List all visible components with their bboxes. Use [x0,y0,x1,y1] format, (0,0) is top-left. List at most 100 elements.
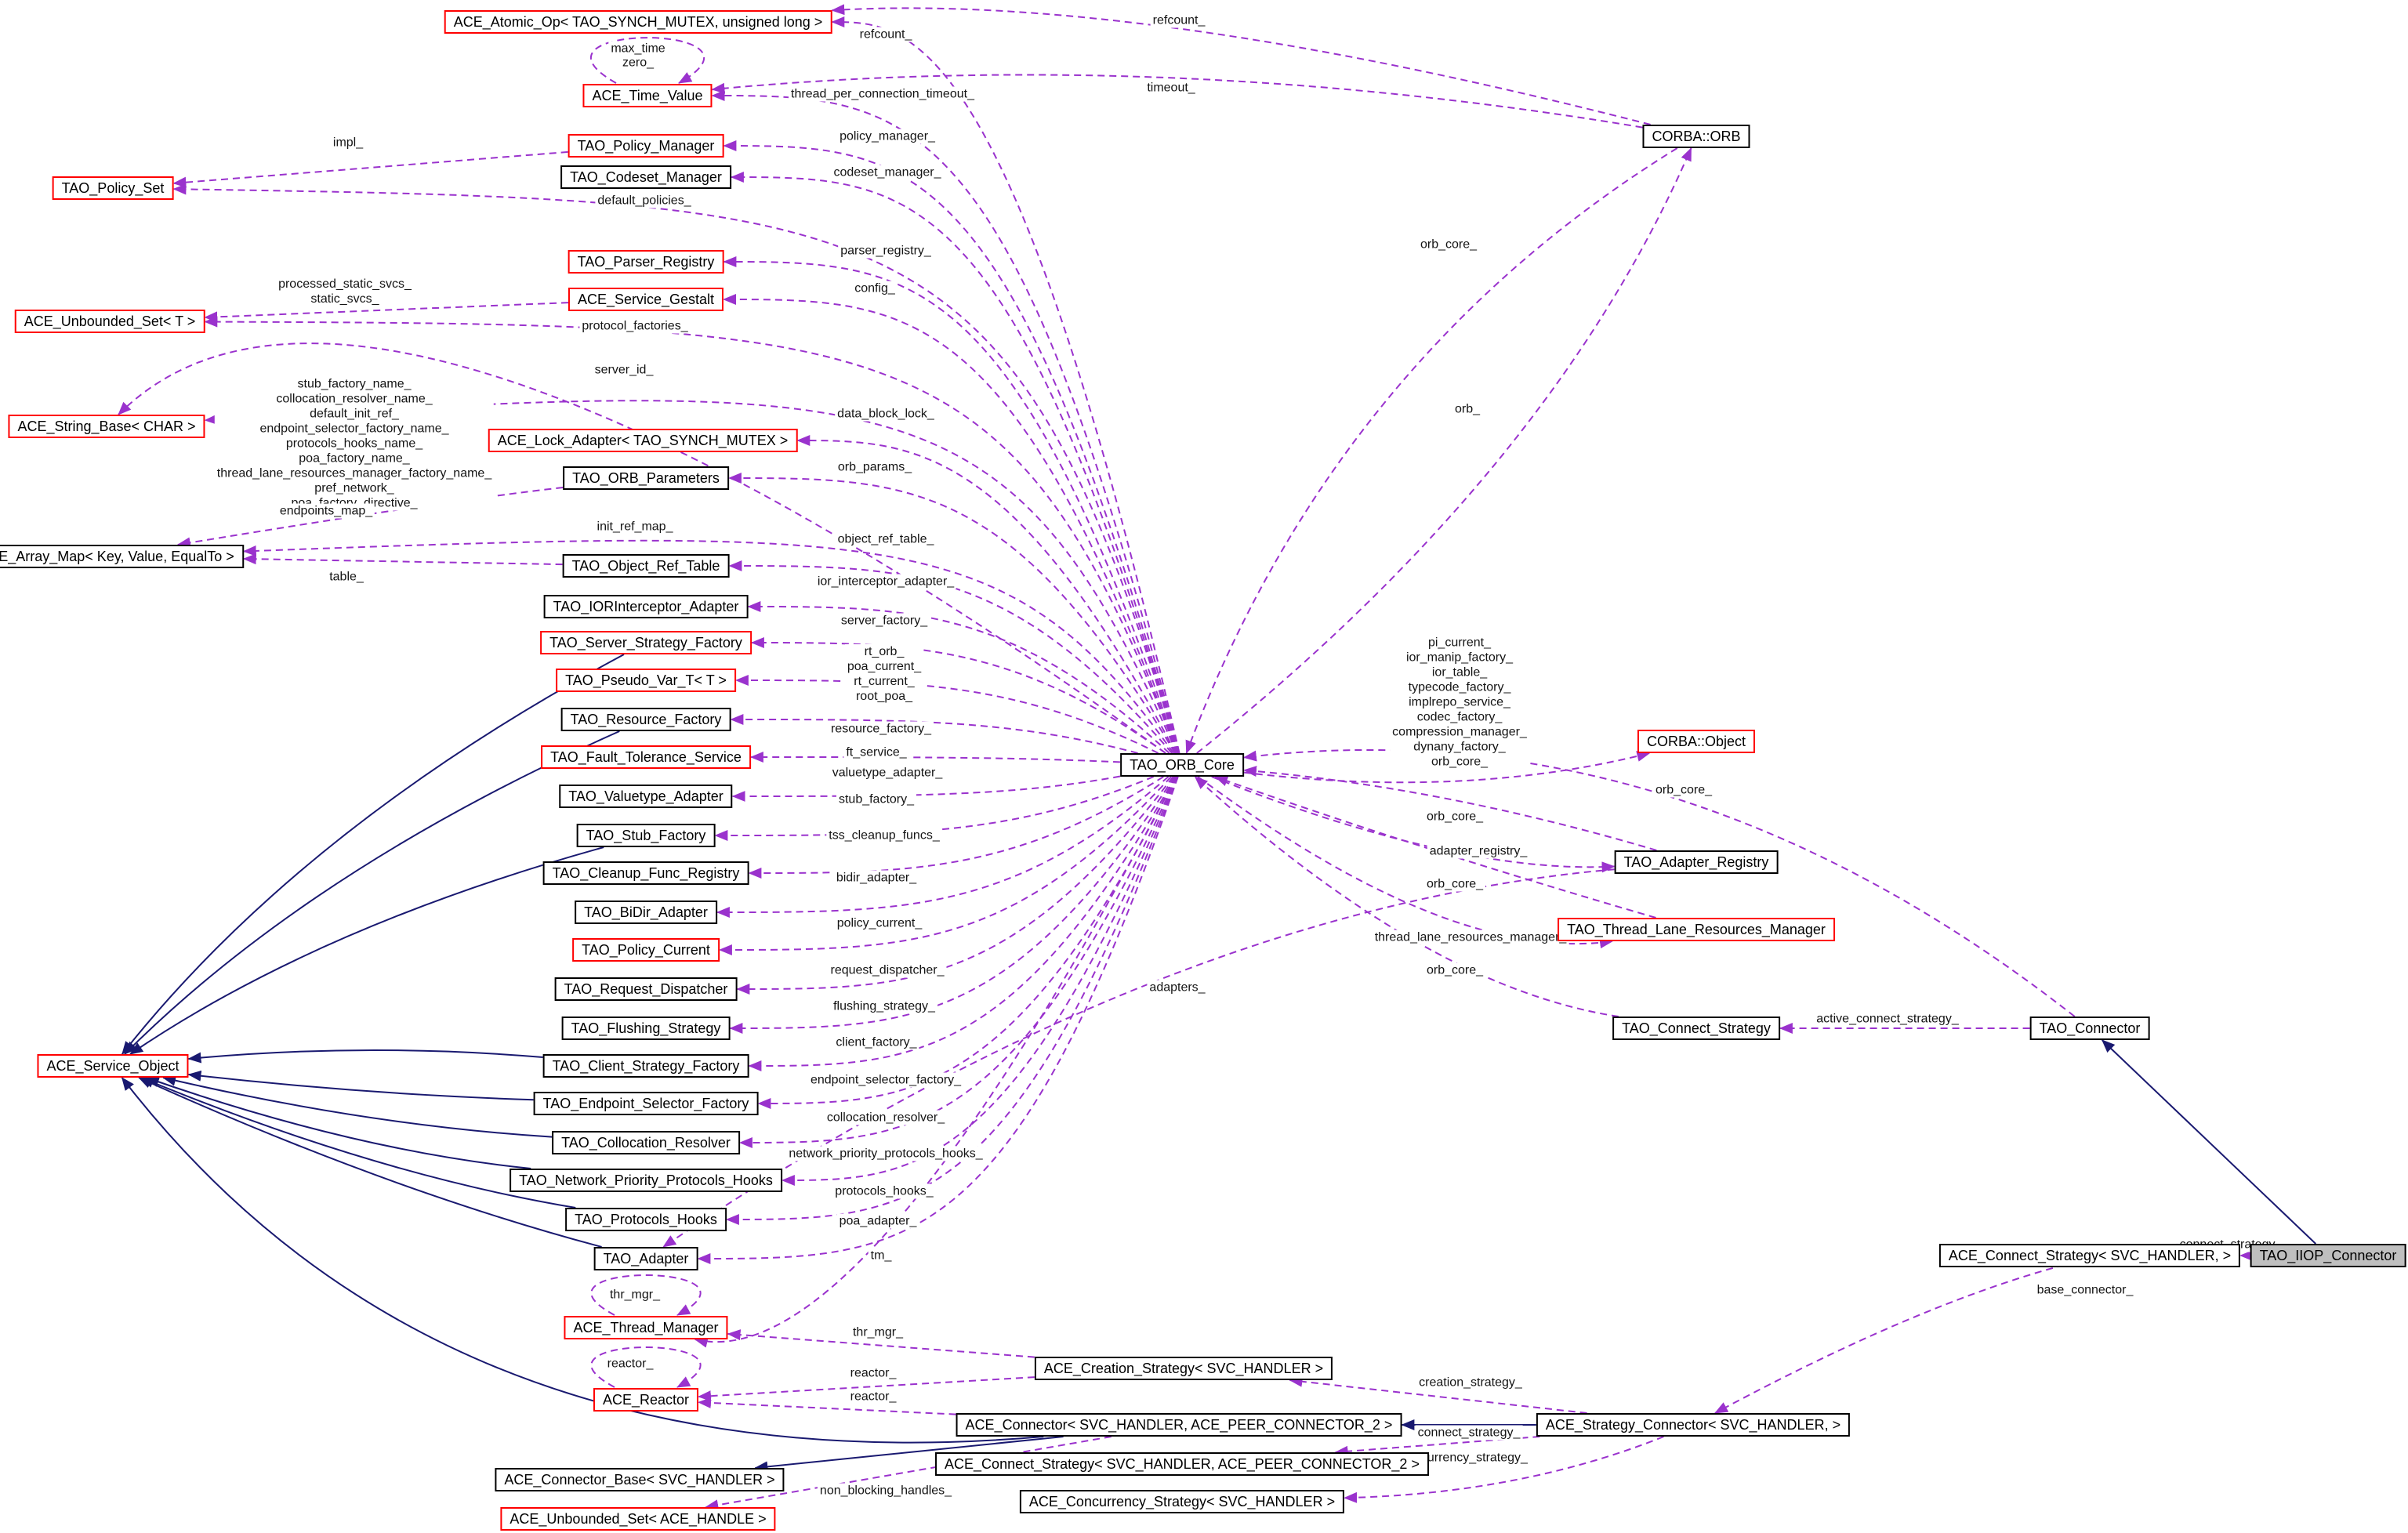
edge-label-stub-factory-: stub_factory_ [836,792,917,807]
class-node-ace_string_base[interactable]: ACE_String_Base< CHAR > [8,415,205,438]
class-node-ace_thread_manager[interactable]: ACE_Thread_Manager [564,1316,728,1339]
edge-tao_orb_core-to-tao_fault_tolerance_service [749,752,1121,763]
class-node-tao_adapter_registry[interactable]: TAO_Adapter_Registry [1614,850,1779,874]
edge-label-orb-core-: orb_core_ [1423,809,1486,824]
edge-tao_protocols_hooks-to-ace_service_object [140,1077,576,1209]
class-node-ace_lock_adapter[interactable]: ACE_Lock_Adapter< TAO_SYNCH_MUTEX > [488,429,798,452]
class-node-tao_request_dispatcher[interactable]: TAO_Request_Dispatcher [554,977,738,1001]
class-node-ace_connect_strategy_1[interactable]: ACE_Connect_Strategy< SVC_HANDLER, > [1938,1244,2241,1267]
class-node-ace_array_map[interactable]: ACE_Array_Map< Key, Value, EqualTo > [0,545,244,568]
class-node-ace_unbounded_set_handle[interactable]: ACE_Unbounded_Set< ACE_HANDLE > [500,1507,776,1531]
edge-label-init-ref-map-: init_ref_map_ [594,519,676,535]
class-node-tao_orb_parameters[interactable]: TAO_ORB_Parameters [563,466,729,490]
edge-label-server-factory-: server_factory_ [838,613,930,629]
class-node-ace_time_value[interactable]: ACE_Time_Value [582,84,713,107]
edge-tao_network_priority_protocols_hooks-to-ace_service_object [145,1076,531,1169]
class-node-corba_object[interactable]: CORBA::Object [1637,730,1756,753]
edge-tao_orb_core-to-tao_codeset_manager [730,172,1180,754]
edge-label-poa-adapter-: poa_adapter_ [836,1213,919,1229]
edge-label-request-dispatcher-: request_dispatcher_ [828,962,947,978]
class-node-tao_endpoint_selector_factory[interactable]: TAO_Endpoint_Selector_Factory [533,1092,759,1115]
class-node-tao_fault_tolerance_service[interactable]: TAO_Fault_Tolerance_Service [541,745,751,769]
edge-label-refcount-: refcount_ [857,27,915,42]
edge-label-endpoint-selector-factory-: endpoint_selector_factory_ [807,1072,964,1088]
edge-tao_orb_core-to-ace_atomic_op [831,16,1180,754]
class-node-tao_connect_strategy[interactable]: TAO_Connect_Strategy [1612,1017,1780,1040]
edge-ace_service_gestalt-to-ace_unbounded_set_t [204,302,569,323]
edge-ace_strategy_connector-to-ace_concurrency_strategy [1344,1436,1664,1503]
edge-label-adapters-: adapters_ [1147,980,1208,995]
class-node-ace_service_object[interactable]: ACE_Service_Object [37,1054,189,1078]
class-node-tao_policy_manager[interactable]: TAO_Policy_Manager [568,134,724,158]
class-node-ace_strategy_connector[interactable]: ACE_Strategy_Connector< SVC_HANDLER, > [1536,1413,1851,1437]
edge-tao_orb_core-to-ace_service_gestalt [723,294,1179,754]
edge-label-orb-: orb_ [1452,401,1483,417]
class-node-ace_concurrency_strategy[interactable]: ACE_Concurrency_Strategy< SVC_HANDLER > [1019,1490,1345,1513]
edge-tao_orb_core-to-tao_object_ref_table [728,560,1173,754]
edge-label-protocols-hooks-: protocols_hooks_ [832,1183,936,1199]
edge-label-thread-lane-resources-manager-: thread_lane_resources_manager_ [1372,930,1569,945]
edge-tao_orb_core-to-tao_valuetype_adapter [731,775,1121,802]
edge-corba_orb-to-ace_atomic_op [831,4,1651,125]
class-node-tao_bidir_adapter[interactable]: TAO_BiDir_Adapter [575,901,717,924]
edge-tao_connect_strategy-to-tao_orb_core [1194,776,1619,1017]
edge-tao_adapter_registry-to-tao_orb_core [1242,766,1657,851]
edge-tao_orb_core-to-tao_orb_parameters [727,473,1176,754]
class-node-ace_atomic_op[interactable]: ACE_Atomic_Op< TAO_SYNCH_MUTEX, unsigned… [444,10,832,34]
class-node-tao_parser_registry[interactable]: TAO_Parser_Registry [568,250,724,274]
edge-label-thr-mgr-: thr_mgr_ [850,1325,906,1340]
class-node-tao_cleanup_func_registry[interactable]: TAO_Cleanup_Func_Registry [542,861,749,885]
edge-ace_strategy_connector-to-ace_creation_strategy [1289,1375,1587,1414]
class-node-ace_unbounded_set_t[interactable]: ACE_Unbounded_Set< T > [14,310,205,333]
edge-label-orb-core-: orb_core_ [1652,782,1715,798]
class-node-tao_stub_factory[interactable]: TAO_Stub_Factory [576,824,716,847]
class-node-ace_reactor[interactable]: ACE_Reactor [593,1388,699,1412]
class-node-tao_codeset_manager[interactable]: TAO_Codeset_Manager [560,165,731,189]
edge-tao_object_ref_table-to-ace_array_map [242,553,563,566]
edge-tao_orb_core-to-tao_parser_registry [723,256,1179,754]
class-node-tao_policy_current[interactable]: TAO_Policy_Current [572,938,720,962]
edge-tao_orb_core-to-ace_string_base [118,342,1166,754]
class-node-tao_adapter[interactable]: TAO_Adapter [593,1247,698,1270]
edge-label-ior-interceptor-adapter-: ior_interceptor_adapter_ [814,574,957,589]
class-node-ace_service_gestalt[interactable]: ACE_Service_Gestalt [568,288,724,311]
class-node-corba_orb[interactable]: CORBA::ORB [1642,125,1750,148]
class-node-ace_connector_base[interactable]: ACE_Connector_Base< SVC_HANDLER > [495,1468,785,1491]
class-node-tao_client_strategy_factory[interactable]: TAO_Client_Strategy_Factory [542,1054,749,1078]
class-node-tao_server_strategy_factory[interactable]: TAO_Server_Strategy_Factory [540,631,752,654]
class-node-tao_connector[interactable]: TAO_Connector [2029,1017,2150,1040]
class-node-tao_resource_factory[interactable]: TAO_Resource_Factory [560,708,731,731]
edge-label-refcount-: refcount_ [1150,13,1208,28]
class-node-ace_creation_strategy[interactable]: ACE_Creation_Strategy< SVC_HANDLER > [1034,1357,1333,1380]
class-node-tao_collocation_resolver[interactable]: TAO_Collocation_Resolver [552,1131,740,1154]
class-node-tao_object_ref_table[interactable]: TAO_Object_Ref_Table [562,554,730,578]
edge-tao_iiop_connector-to-tao_connector [2101,1039,2316,1245]
edge-tao_orb_core-to-tao_request_dispatcher [736,776,1174,995]
class-node-tao_flushing_strategy[interactable]: TAO_Flushing_Strategy [561,1017,731,1040]
edge-tao_orb_core-to-ace_array_map [242,539,1175,754]
edge-ace_creation_strategy-to-ace_thread_manager [727,1329,1035,1358]
edge-ace_connector-to-ace_unbounded_set_handle [705,1436,1112,1511]
edge-label-orb-params-: orb_params_ [835,459,915,475]
edge-tao_adapter_registry-to-tao_adapter [662,868,1615,1248]
class-node-tao_policy_set[interactable]: TAO_Policy_Set [52,176,174,200]
edge-label-connect-strategy-: connect_strategy_ [1415,1425,1523,1441]
class-node-tao_network_priority_protocols_hooks[interactable]: TAO_Network_Priority_Protocols_Hooks [510,1169,782,1192]
class-node-tao_valuetype_adapter[interactable]: TAO_Valuetype_Adapter [559,785,733,808]
edge-label-flushing-strategy-: flushing_strategy_ [831,998,937,1014]
edge-tao_orb_core-to-tao_cleanup_func_registry [748,776,1164,879]
edge-label-concurrency-strategy-: concurrency_strategy_ [1398,1450,1530,1466]
class-node-ace_connector[interactable]: ACE_Connector< SVC_HANDLER, ACE_PEER_CON… [956,1413,1402,1437]
class-node-ace_connect_strategy_2[interactable]: ACE_Connect_Strategy< SVC_HANDLER, ACE_P… [935,1452,1429,1476]
edge-label-zero-: zero_ [619,55,657,71]
edge-label-processed-static-svcs-: processed_static_svcs_ static_svcs_ [276,277,414,306]
class-node-tao_protocols_hooks[interactable]: TAO_Protocols_Hooks [565,1208,727,1231]
edge-tao_orb_core-to-ace_unbounded_set_t [204,316,1179,754]
edge-label-policy-manager-: policy_manager_ [837,129,937,144]
class-node-tao_iorinterceptor_adapter[interactable]: TAO_IORInterceptor_Adapter [543,595,749,618]
edge-label-base-connector-: base_connector_ [2034,1282,2136,1298]
class-node-tao_orb_core[interactable]: TAO_ORB_Core [1120,753,1244,777]
class-node-tao_pseudo_var_t[interactable]: TAO_Pseudo_Var_T< T > [556,669,736,692]
class-node-tao_thread_lane_resources_manager[interactable]: TAO_Thread_Lane_Resources_Manager [1558,918,1835,941]
